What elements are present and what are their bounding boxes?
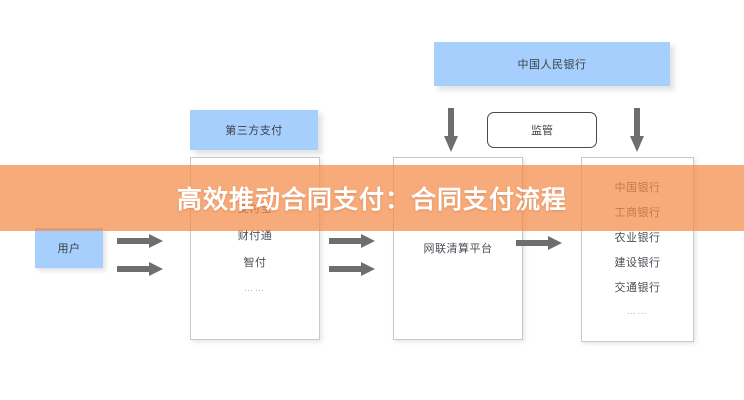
list-item: 智付 xyxy=(243,256,267,269)
third-party-payment-label: 第三方支付 xyxy=(225,124,283,137)
list-ellipsis: …… xyxy=(626,307,649,317)
arrow-tpp-to-clearing-1 xyxy=(329,234,375,248)
arrow-clearing-to-bank xyxy=(516,236,562,250)
user-box: 用户 xyxy=(35,228,103,268)
third-party-payment-box: 第三方支付 xyxy=(190,110,318,150)
supervise-box: 监管 xyxy=(487,112,597,148)
list-ellipsis: …… xyxy=(244,284,266,294)
banner-title: 高效推动合同支付：合同支付流程 xyxy=(176,185,567,214)
list-item: 财付通 xyxy=(237,229,273,242)
clearing-platform-label: 网联清算平台 xyxy=(423,242,493,255)
list-item: 建设银行 xyxy=(614,256,661,269)
pboc-label: 中国人民银行 xyxy=(517,58,587,71)
arrow-user-to-tpp-2 xyxy=(117,262,163,276)
supervise-label: 监管 xyxy=(531,124,553,137)
list-item: 交通银行 xyxy=(614,281,661,294)
pboc-down-arrow-right xyxy=(630,108,644,152)
pboc-down-arrow-left xyxy=(444,108,458,152)
arrow-user-to-tpp-1 xyxy=(117,234,163,248)
list-item: 农业银行 xyxy=(614,231,661,244)
user-label: 用户 xyxy=(57,242,81,255)
title-banner: 高效推动合同支付：合同支付流程 xyxy=(0,165,744,231)
arrow-tpp-to-clearing-2 xyxy=(329,262,375,276)
pboc-box: 中国人民银行 xyxy=(434,42,670,86)
